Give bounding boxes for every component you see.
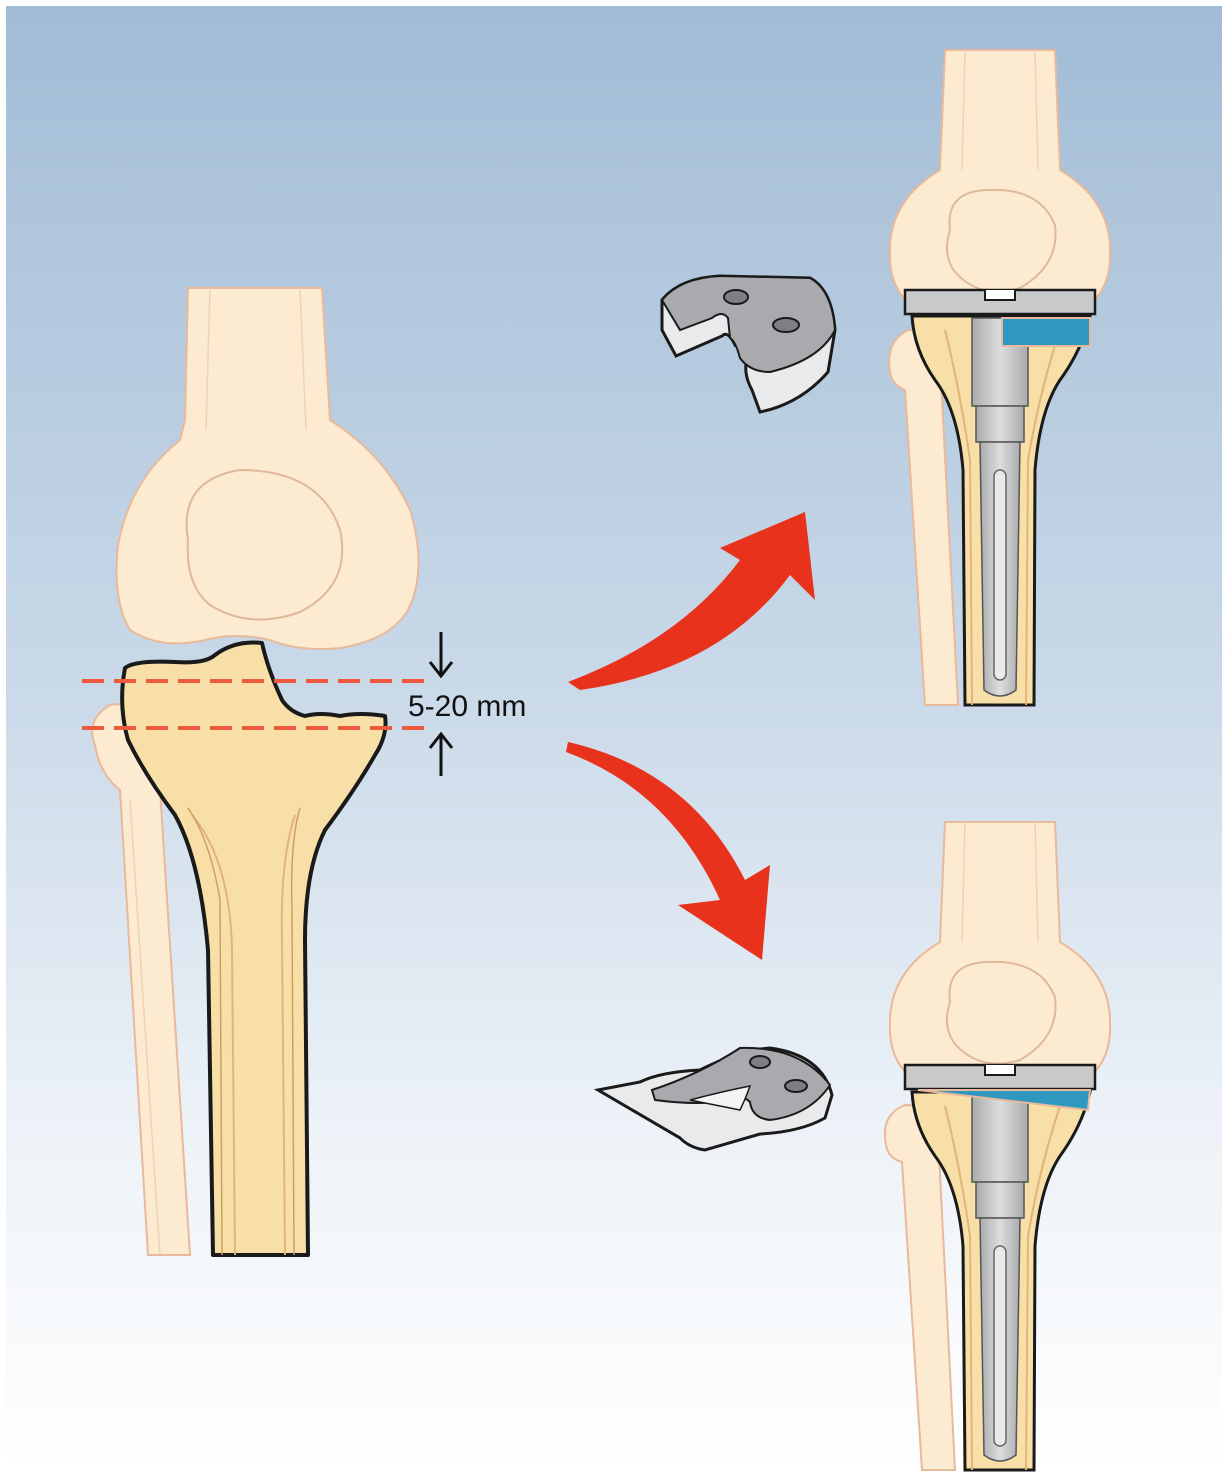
measurement-label: 5-20 mm [408, 690, 526, 723]
